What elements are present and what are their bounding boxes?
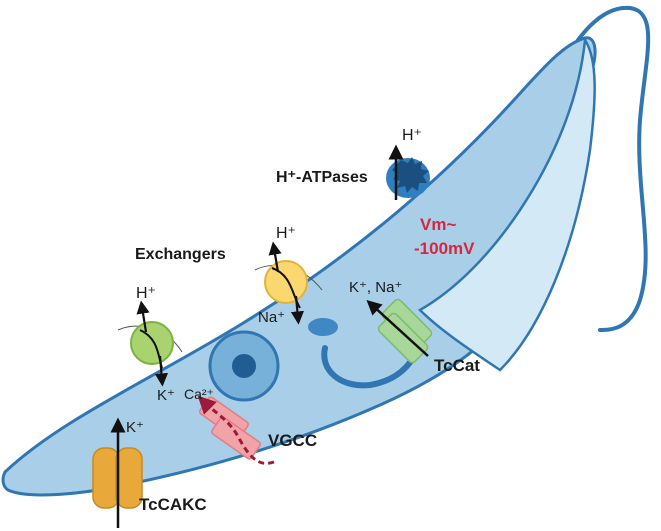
exchangers-label: Exchangers <box>135 246 226 263</box>
vgcc-ion-label: Ca²⁺ <box>184 386 214 402</box>
exchanger-green <box>117 300 183 387</box>
tccat-channel <box>366 298 433 364</box>
tcakc-label: TcCAKC <box>139 495 207 514</box>
undulating-membrane <box>417 36 596 372</box>
exchanger-left-top-ion: H⁺ <box>136 285 156 302</box>
exchanger-right-top-ion: H⁺ <box>276 225 296 242</box>
tccat-label: TcCat <box>434 356 480 375</box>
exchanger-right-bottom-ion: Na⁺ <box>258 309 285 326</box>
nucleolus <box>232 354 256 378</box>
flagellum <box>558 5 651 332</box>
kinetoplast <box>308 318 338 336</box>
exchanger-left-bottom-ion: K⁺ <box>157 387 175 404</box>
tcakc-ion-label: K⁺ <box>126 419 144 436</box>
exchanger-yellow <box>254 241 323 325</box>
tccat-ion-label: K⁺, Na⁺ <box>349 279 402 296</box>
atpase-ion-label: H⁺ <box>402 127 422 144</box>
h-atpase-pump <box>386 144 430 200</box>
tcakc-channel <box>92 417 143 528</box>
vm-label-line1: Vm~ <box>420 215 456 234</box>
vgcc-label: VGCC <box>268 431 317 450</box>
vm-label-line2: -100mV <box>414 239 475 258</box>
vgcc-channel <box>197 395 275 465</box>
atpase-label: H⁺-ATPases <box>276 169 368 186</box>
